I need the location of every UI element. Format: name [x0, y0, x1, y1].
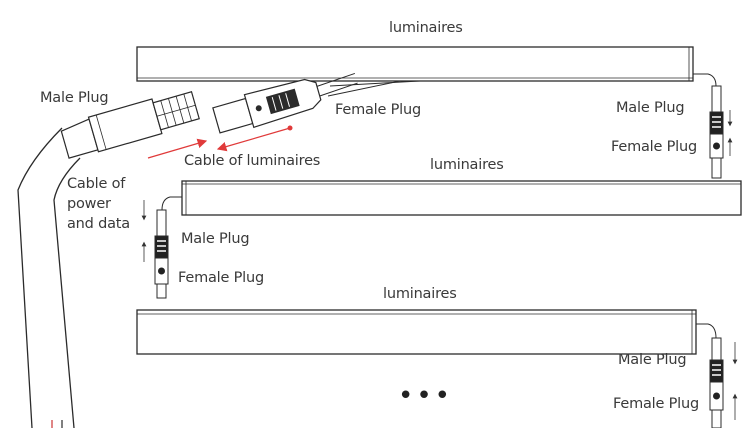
female-plug-label-right-1: Female Plug — [611, 139, 698, 155]
luminaire-label-2: luminaires — [430, 157, 504, 173]
connector-left-2 — [141, 200, 169, 299]
luminaire-bar-2 — [161, 180, 742, 216]
connection-arrows — [147, 125, 293, 159]
male-plug-label-right-1: Male Plug — [616, 100, 685, 116]
male-plug-large — [60, 91, 200, 159]
female-plug-large — [212, 72, 358, 134]
luminaire-bar-3 — [136, 309, 717, 355]
power-data-cable — [17, 127, 81, 428]
continuation-ellipsis: ••• — [398, 381, 454, 411]
male-plug-label-right-3: Male Plug — [618, 352, 687, 368]
cable-of-luminaires-label: Cable of luminaires — [184, 153, 321, 169]
luminaire-bar-1 — [136, 46, 717, 87]
female-plug-label-right-3: Female Plug — [613, 396, 700, 412]
connector-right-1 — [709, 85, 733, 179]
female-plug-label-center: Female Plug — [335, 102, 422, 118]
female-plug-label-left-2: Female Plug — [178, 270, 265, 286]
luminaire-label-3: luminaires — [383, 286, 457, 302]
luminaire-label-1: luminaires — [389, 20, 463, 36]
male-plug-label-left-2: Male Plug — [181, 231, 250, 247]
connector-right-3 — [709, 337, 738, 428]
cable-power-data-label: Cable of power and data — [67, 176, 130, 232]
male-plug-label-left: Male Plug — [40, 90, 109, 106]
